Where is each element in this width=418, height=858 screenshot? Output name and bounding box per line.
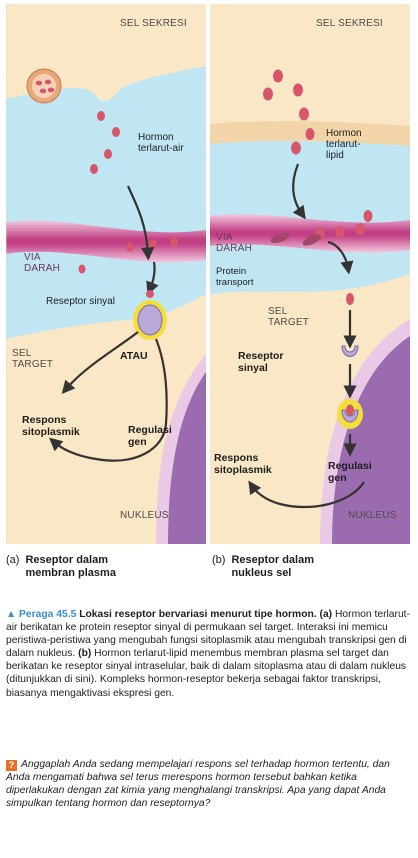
question-box: ?Anggaplah Anda sedang mempelajari respo… xyxy=(6,758,410,810)
receptor-label: Reseptor sinyal xyxy=(238,350,284,374)
bloodstream-label: VIA DARAH xyxy=(24,252,61,274)
target-cell xyxy=(6,294,206,544)
nucleus-label: NUKLEUS xyxy=(120,510,169,521)
panel-a-diagram: SEL SEKRESI Hormon terlarut-air VIA DARA… xyxy=(6,4,206,544)
panel-b-diagram: SEL SEKRESI Hormon terlarut- lipid VIA D… xyxy=(210,4,410,544)
cytoplasmic-response-label: Respons sitoplasmik xyxy=(22,414,80,438)
gene-regulation-label: Regulasi gen xyxy=(328,460,372,484)
question-icon: ? xyxy=(6,760,17,771)
figure-title: Lokasi reseptor bervariasi menurut tipe … xyxy=(79,609,317,620)
target-cell-label: SEL TARGET xyxy=(268,306,310,328)
figure-text-b: Hormon terlarut-lipid menembus membran p… xyxy=(6,648,407,699)
panel-b-caption: (b)Reseptor dalam nukleus sel xyxy=(212,554,314,579)
signal-receptor xyxy=(341,345,359,357)
panel-a-caption: (a)Reseptor dalam membran plasma xyxy=(6,554,116,579)
figure-caption: ▲ Peraga 45.5 Lokasi reseptor bervariasi… xyxy=(6,609,410,699)
hormone-label: Hormon terlarut-air xyxy=(138,132,184,154)
water-soluble-hormones xyxy=(78,111,178,274)
cytoplasmic-response-label: Respons sitoplasmik xyxy=(214,452,272,476)
arrow-gene-regulation xyxy=(49,338,168,462)
transport-proteins xyxy=(270,232,322,246)
nucleus-label: NUKLEUS xyxy=(348,510,397,521)
arrow-to-cytoplasmic-response xyxy=(248,480,365,509)
hormone-receptor-complex xyxy=(341,409,359,423)
figure-id: ▲ Peraga 45.5 xyxy=(6,609,77,620)
receptor-label: Reseptor sinyal xyxy=(46,296,115,307)
lipid-soluble-hormones xyxy=(263,69,373,305)
target-cell-label: SEL TARGET xyxy=(12,348,54,370)
blood-vessel xyxy=(6,220,206,263)
bloodstream-label: VIA DARAH xyxy=(216,232,253,254)
hormone-label: Hormon terlarut- lipid xyxy=(326,128,362,161)
panel-a-illustration xyxy=(6,4,206,544)
signal-receptor xyxy=(137,304,163,336)
secreting-cell xyxy=(210,4,410,136)
transport-protein-label: Protein transport xyxy=(216,266,254,288)
secreting-cell-label: SEL SEKRESI xyxy=(120,18,187,29)
figure-text-a: Hormon terlarut-air berikatan ke protein… xyxy=(6,609,410,660)
nucleus xyxy=(332,336,410,544)
gene-regulation-label: Regulasi gen xyxy=(128,424,172,448)
nucleus xyxy=(168,372,206,544)
secreting-cell-label: SEL SEKRESI xyxy=(316,18,383,29)
question-text: Anggaplah Anda sedang mempelajari respon… xyxy=(6,759,390,810)
or-label: ATAU xyxy=(120,350,148,362)
panel-b-illustration xyxy=(210,4,410,544)
arrow-to-cytoplasmic-response xyxy=(61,331,139,394)
